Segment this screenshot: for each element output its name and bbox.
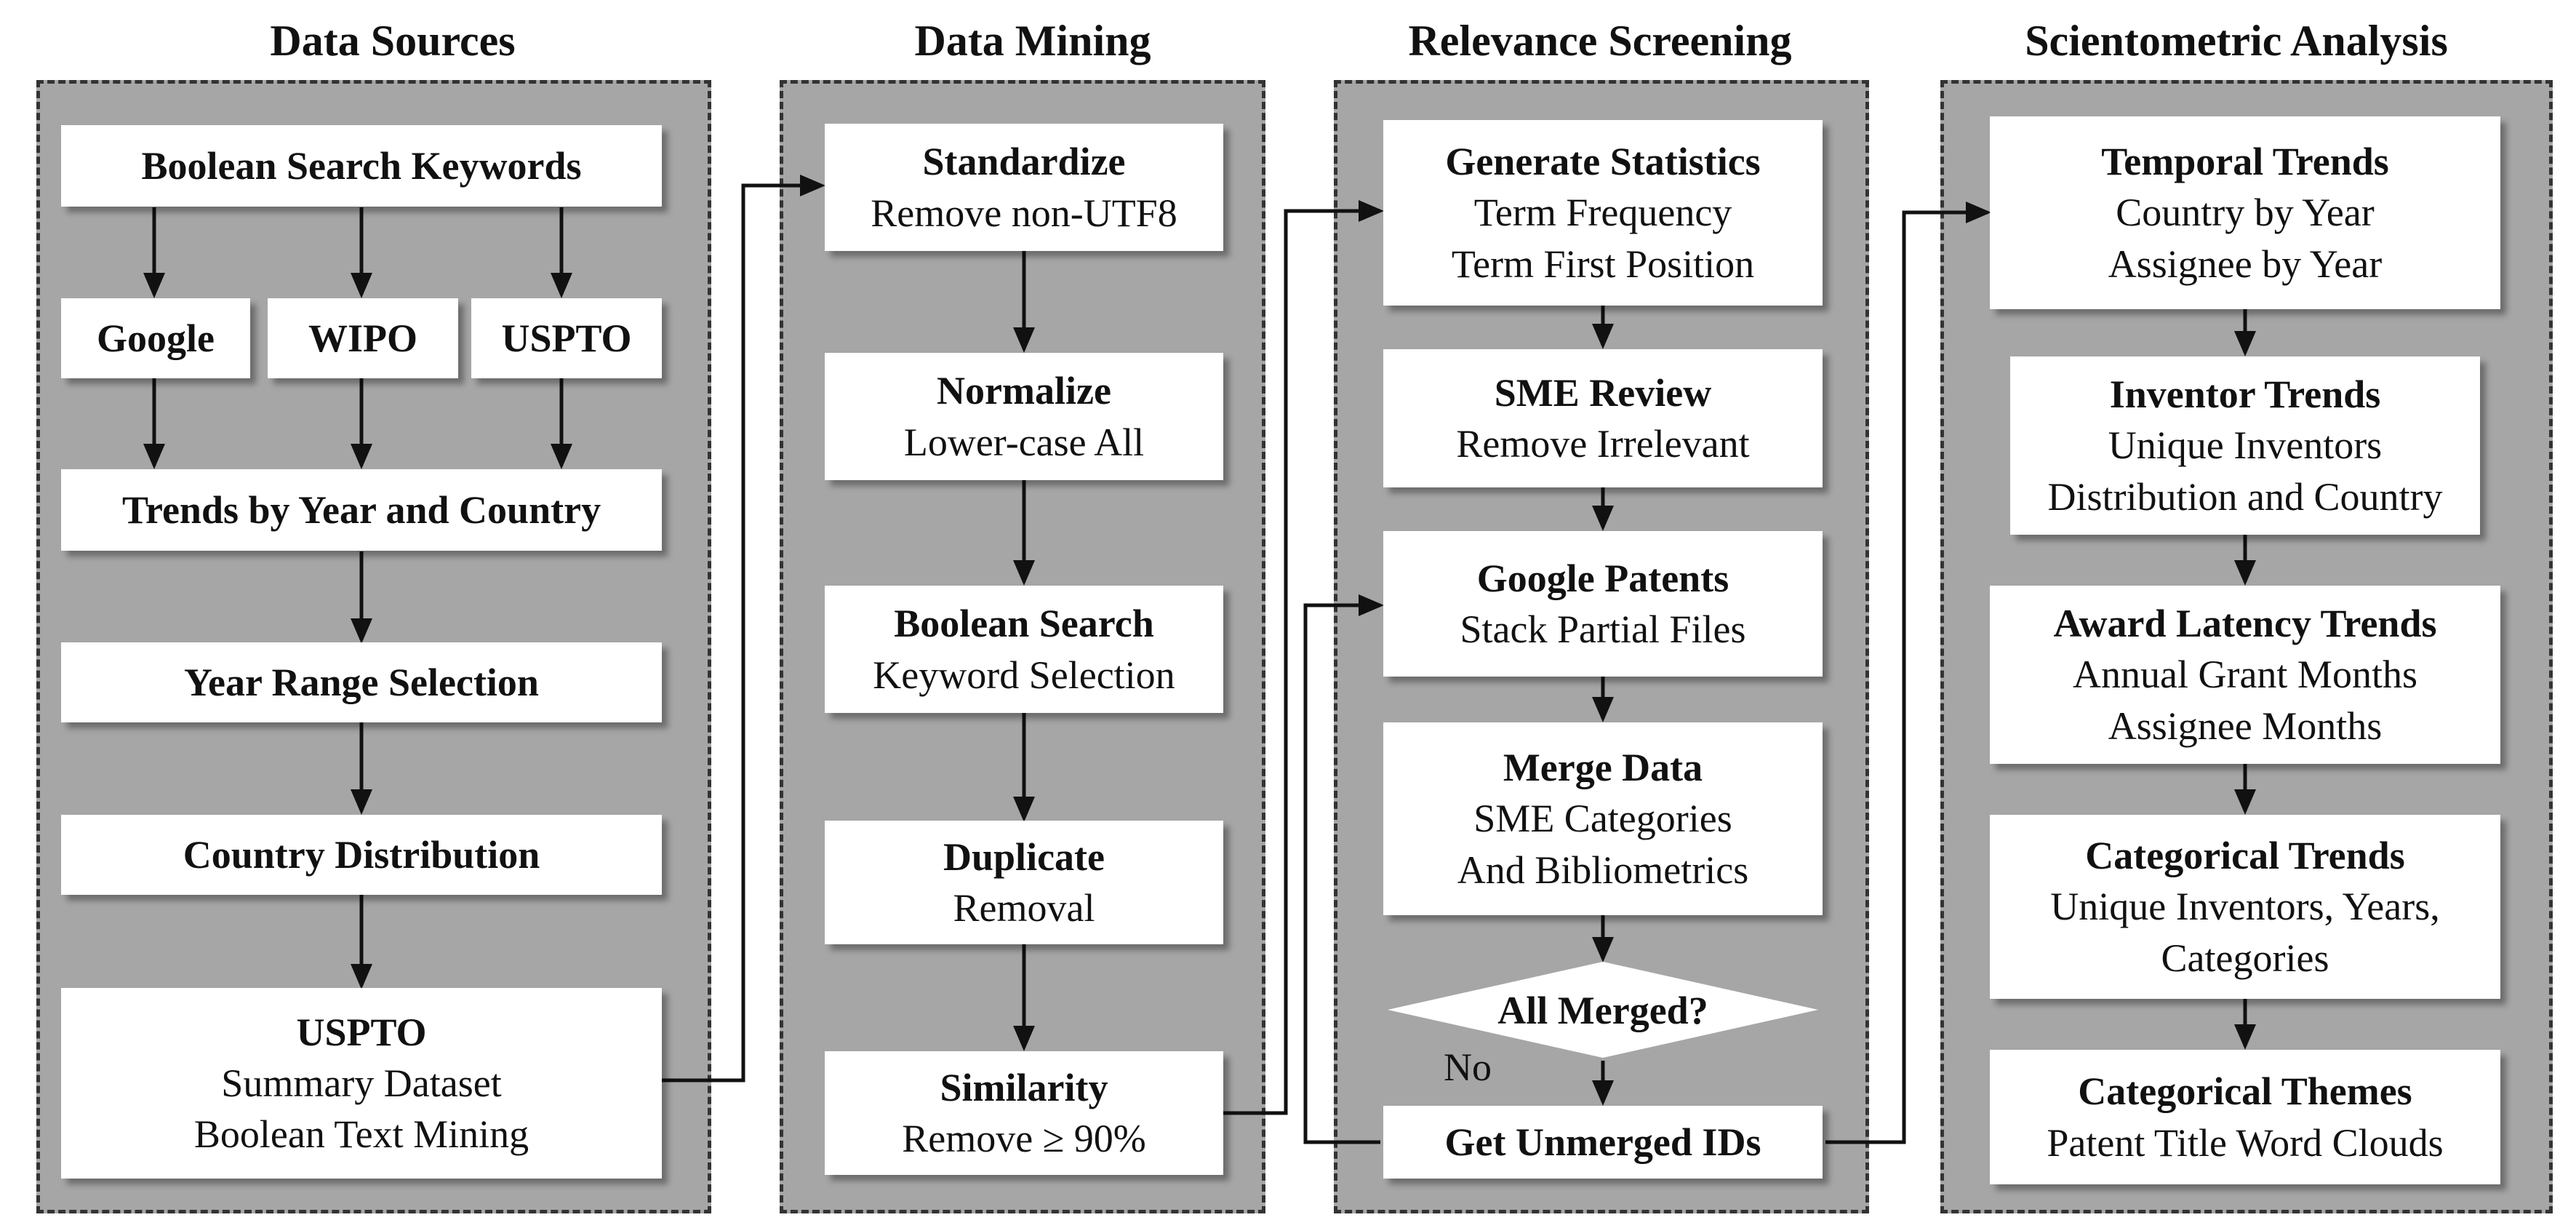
no-branch-label: No [1444, 1045, 1492, 1089]
uspto-dataset-line-1: Summary Dataset [221, 1061, 502, 1105]
column-title-data-mining: Data Mining [914, 17, 1151, 65]
column-title-data-sources: Data Sources [270, 17, 516, 65]
column-title-relevance-screening: Relevance Screening [1408, 17, 1792, 65]
similarity-line-1: Remove ≥ 90% [902, 1117, 1146, 1160]
google-box: Google [61, 298, 250, 378]
similarity-title: Similarity [940, 1065, 1108, 1109]
boolean-search-keywords-box: Boolean Search Keywords [61, 125, 662, 207]
award-latency-trends-line-2: Assignee Months [2108, 703, 2383, 748]
sme-review-title: SME Review [1494, 370, 1712, 415]
column-title-scientometric-analysis: Scientometric Analysis [2025, 17, 2448, 65]
merge-data-line-2: And Bibliometrics [1457, 848, 1749, 892]
arrow-similarity-to-generate-statistics [1223, 200, 1384, 1115]
temporal-trends-line-1: Country by Year [2116, 191, 2375, 235]
generate-statistics-line-2: Term First Position [1451, 242, 1755, 286]
standardize-title: Standardize [922, 140, 1126, 184]
categorical-themes-box: Categorical Themes Patent Title Word Clo… [1990, 1050, 2500, 1184]
arrow-unmerged-ids-loop-to-google-patents [1303, 594, 1384, 1144]
boolean-search-line-1: Keyword Selection [873, 653, 1175, 697]
get-unmerged-ids-label: Get Unmerged IDs [1444, 1120, 1761, 1164]
duplicate-title: Duplicate [943, 834, 1105, 879]
temporal-trends-line-2: Assignee by Year [2108, 242, 2383, 286]
categorical-trends-title: Categorical Trends [2085, 834, 2405, 878]
sme-review-box: SME Review Remove Irrelevant [1383, 349, 1823, 487]
normalize-box: Normalize Lower-case All [825, 353, 1223, 480]
normalize-title: Normalize [937, 369, 1111, 413]
google-patents-line-1: Stack Partial Files [1460, 607, 1746, 651]
temporal-trends-box: Temporal Trends Country by Year Assignee… [1990, 116, 2500, 309]
uspto-dataset-line-2: Boolean Text Mining [193, 1112, 529, 1157]
country-distribution-label: Country Distribution [183, 832, 540, 877]
merge-data-title: Merge Data [1503, 746, 1703, 790]
uspto-source-label: USPTO [501, 316, 632, 360]
wipo-box: WIPO [268, 298, 458, 378]
boolean-search-keywords-label: Boolean Search Keywords [141, 143, 582, 188]
uspto-summary-dataset-box: USPTO Summary Dataset Boolean Text Minin… [61, 988, 662, 1179]
temporal-trends-title: Temporal Trends [2101, 140, 2389, 184]
generate-statistics-line-1: Term Frequency [1473, 191, 1732, 235]
merge-data-box: Merge Data SME Categories And Bibliometr… [1383, 722, 1823, 915]
arrow-unmerged-ids-to-temporal-trends [1825, 202, 1991, 1144]
similarity-box: Similarity Remove ≥ 90% [825, 1051, 1223, 1175]
inventor-trends-line-2: Distribution and Country [2047, 474, 2443, 519]
inventor-trends-line-1: Unique Inventors [2108, 423, 2383, 468]
all-merged-decision-diamond [1388, 962, 1818, 1058]
boolean-search-box: Boolean Search Keyword Selection [825, 586, 1223, 713]
uspto-source-box: USPTO [471, 298, 662, 378]
year-range-selection-label: Year Range Selection [184, 660, 539, 704]
normalize-line-1: Lower-case All [903, 420, 1145, 464]
award-latency-trends-title: Award Latency Trends [2053, 602, 2437, 646]
categorical-trends-line-2: Categories [2161, 936, 2329, 980]
trends-by-year-and-country-label: Trends by Year and Country [121, 487, 601, 532]
inventor-trends-box: Inventor Trends Unique Inventors Distrib… [2010, 356, 2480, 535]
sme-review-line-1: Remove Irrelevant [1456, 422, 1750, 466]
google-label: Google [97, 316, 215, 360]
google-patents-title: Google Patents [1476, 556, 1729, 600]
boolean-search-title: Boolean Search [894, 602, 1154, 646]
duplicate-box: Duplicate Removal [825, 821, 1223, 944]
uspto-dataset-title: USPTO [296, 1010, 427, 1054]
year-range-selection-box: Year Range Selection [61, 642, 662, 722]
wipo-label: WIPO [308, 316, 417, 360]
generate-statistics-title: Generate Statistics [1445, 140, 1761, 184]
award-latency-trends-line-1: Annual Grant Months [2073, 653, 2417, 697]
country-distribution-box: Country Distribution [61, 815, 662, 895]
google-patents-box: Google Patents Stack Partial Files [1383, 531, 1823, 677]
arrow-uspto-dataset-to-standardize [662, 175, 825, 1083]
get-unmerged-ids-box: Get Unmerged IDs [1383, 1106, 1823, 1179]
standardize-box: Standardize Remove non-UTF8 [825, 124, 1223, 251]
categorical-trends-box: Categorical Trends Unique Inventors, Yea… [1990, 815, 2500, 999]
categorical-trends-line-1: Unique Inventors, Years, [2050, 885, 2440, 929]
all-merged-label: All Merged? [1497, 989, 1708, 1032]
categorical-themes-title: Categorical Themes [2078, 1069, 2412, 1114]
inventor-trends-title: Inventor Trends [2109, 372, 2381, 417]
award-latency-trends-box: Award Latency Trends Annual Grant Months… [1990, 586, 2500, 764]
merge-data-line-1: SME Categories [1473, 797, 1732, 841]
duplicate-line-1: Removal [953, 886, 1095, 930]
standardize-line-1: Remove non-UTF8 [871, 191, 1177, 235]
trends-by-year-and-country-box: Trends by Year and Country [61, 469, 662, 551]
generate-statistics-box: Generate Statistics Term Frequency Term … [1383, 120, 1823, 306]
categorical-themes-line-1: Patent Title Word Clouds [2047, 1120, 2444, 1165]
